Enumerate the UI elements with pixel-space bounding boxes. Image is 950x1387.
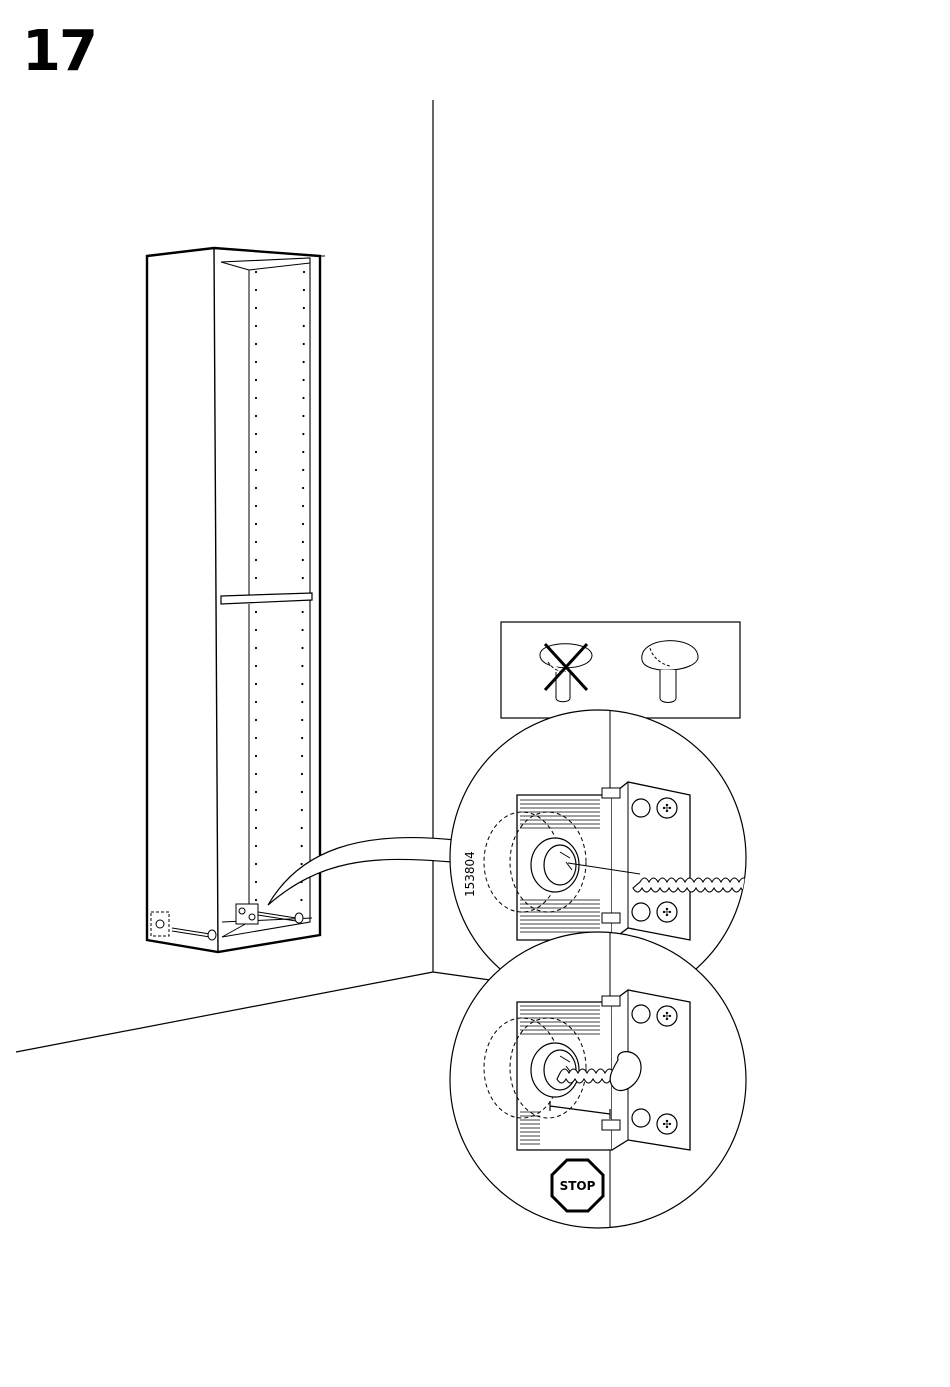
svg-text:✣: ✣ <box>662 906 671 919</box>
cabinet <box>147 248 325 952</box>
stop-sign-label: STOP <box>560 1179 596 1193</box>
part-number-label: 153804 <box>463 851 477 897</box>
svg-text:✣: ✣ <box>662 1118 671 1131</box>
screw-head-comparison-box <box>501 622 740 718</box>
svg-text:✣: ✣ <box>662 1010 671 1023</box>
svg-text:✣: ✣ <box>662 802 671 815</box>
stop-sign: STOP <box>552 1160 603 1211</box>
